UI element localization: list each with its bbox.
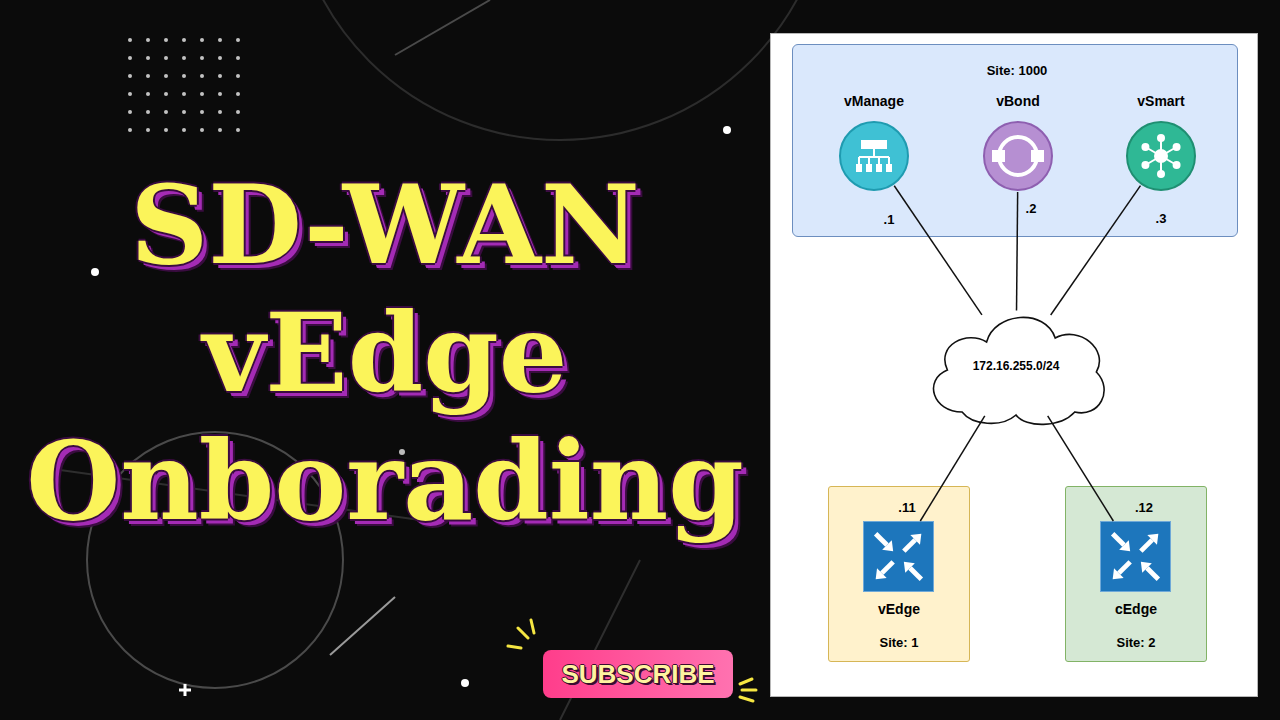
router-arrow — [1113, 534, 1124, 545]
decor-line — [330, 597, 395, 655]
icon-wires — [859, 149, 889, 164]
site-box: Site: 2.12cEdge — [1065, 486, 1207, 662]
dot-grid — [128, 30, 240, 138]
ip-suffix: .1 — [884, 212, 895, 227]
vbond-orchestrator: vBond.2 — [982, 120, 1054, 192]
network-link — [1017, 192, 1018, 310]
site-label: Site: 1 — [879, 635, 918, 650]
subnet-label: 172.16.255.0/24 — [973, 359, 1060, 373]
device-name: vManage — [844, 93, 904, 109]
cedge-router: .12cEdge — [1100, 521, 1171, 592]
device-circle — [1127, 122, 1195, 190]
device-name: vBond — [996, 93, 1040, 109]
icon-leaf — [866, 164, 872, 172]
circle-outline — [982, 120, 1054, 192]
router-icon — [1101, 522, 1170, 591]
decor-spark — [508, 620, 534, 648]
router-arrow — [904, 540, 915, 551]
device-icon — [1113, 534, 1159, 580]
icon-bar — [861, 140, 887, 149]
router-arrow — [1141, 540, 1152, 551]
router-arrow-head — [876, 568, 887, 579]
ip-suffix: .11 — [898, 500, 915, 515]
network-link — [1051, 186, 1141, 315]
icon-leaf — [856, 164, 862, 172]
site-label: Site: 2 — [1116, 635, 1155, 650]
router-arrow — [876, 534, 887, 545]
icon-satellite — [1141, 161, 1149, 169]
vmanage-controller: vManage.1 — [838, 120, 910, 192]
icon-hub — [1154, 149, 1168, 163]
router-arrow — [910, 568, 921, 579]
site-box: Site: 1.11vEdge — [828, 486, 970, 662]
device-name: cEdge — [1115, 601, 1157, 617]
router-arrow — [882, 562, 893, 573]
device-name: vSmart — [1137, 93, 1184, 109]
icon-leaf — [886, 164, 892, 172]
decor-spark — [740, 679, 756, 701]
ip-suffix: .2 — [1026, 201, 1037, 216]
router-arrow-head — [910, 534, 921, 545]
device-icon — [992, 137, 1044, 175]
icon-port — [1031, 150, 1044, 162]
router-arrow-head — [1119, 540, 1130, 551]
icon-satellite — [1157, 134, 1165, 142]
vsmart-controller: vSmart.3 — [1125, 120, 1197, 192]
decor-plus — [179, 684, 191, 696]
subscribe-button: SUBSCRIBE — [543, 650, 733, 698]
device-icon — [856, 140, 892, 172]
router-arrow-head — [882, 540, 893, 551]
site-box: Site: 1000vManage.1vBond.2vSmart.3 — [792, 44, 1238, 237]
subscribe-label: SUBSCRIBE — [561, 659, 714, 690]
decor-dot — [723, 126, 731, 134]
icon-satellite — [1173, 161, 1181, 169]
icon-satellite — [1173, 143, 1181, 151]
decor-line — [395, 0, 490, 55]
device-icon — [1141, 134, 1180, 178]
circle-outline — [838, 120, 910, 192]
router-arrow — [1119, 562, 1130, 573]
router-arrow-head — [1147, 534, 1158, 545]
network-link — [894, 186, 982, 315]
device-name: vEdge — [878, 601, 920, 617]
router-arrow — [1147, 568, 1158, 579]
icon-satellite — [1157, 170, 1165, 178]
cloud-shape — [934, 317, 1105, 424]
network-link — [1048, 416, 1114, 521]
device-circle — [840, 122, 908, 190]
icon-satellite — [1141, 143, 1149, 151]
device-circle — [984, 122, 1052, 190]
ip-suffix: .3 — [1156, 211, 1167, 226]
router-icon — [864, 522, 933, 591]
circle-outline — [1125, 120, 1197, 192]
vedge-router: .11vEdge — [863, 521, 934, 592]
icon-leaf — [876, 164, 882, 172]
ip-suffix: .12 — [1135, 500, 1153, 515]
device-icon — [876, 534, 922, 580]
router-arrow-head — [904, 562, 915, 573]
decor-dot — [91, 268, 99, 276]
router-arrow-head — [1141, 562, 1152, 573]
network-link — [920, 416, 984, 521]
router-arrow-head — [1113, 568, 1124, 579]
icon-port — [992, 150, 1005, 162]
transport-cloud: 172.16.255.0/24 — [918, 300, 1114, 430]
video-title: SD-WAN vEdge Onborading — [5, 161, 765, 545]
decor-arc — [290, 0, 830, 140]
decor-dot — [461, 679, 469, 687]
site-label: Site: 1000 — [987, 63, 1048, 78]
